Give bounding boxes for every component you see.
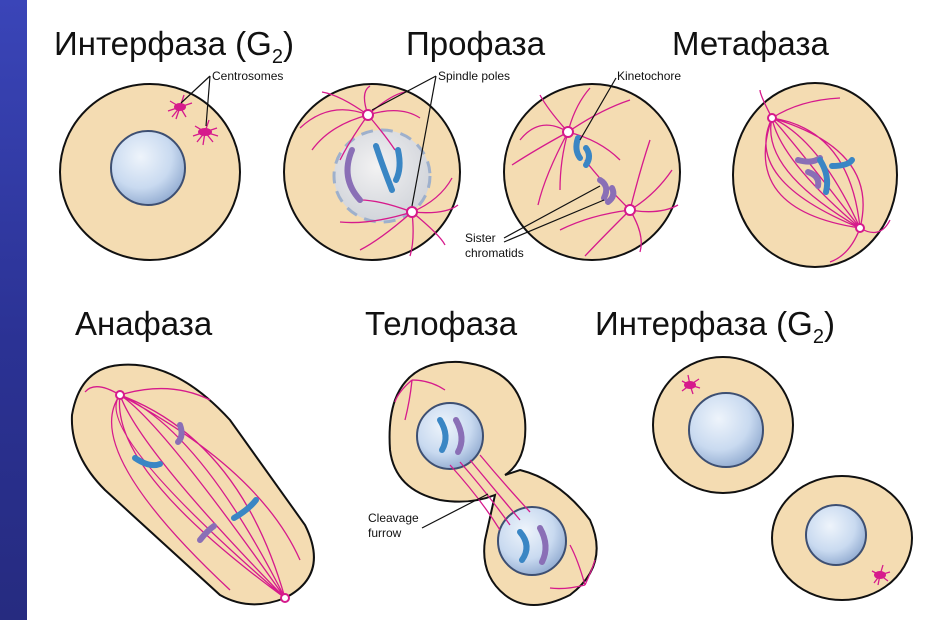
telophase-cell: Cleavage furrow xyxy=(368,362,597,605)
metaphase-cell xyxy=(733,83,897,267)
label-kinetochore: Kinetochore xyxy=(617,69,681,83)
stage-title-telophase: Телофаза xyxy=(365,305,518,342)
prometaphase-cell: Kinetochore Sister chromatids xyxy=(465,69,681,260)
label-furrow: furrow xyxy=(368,526,402,540)
label-cleavage: Cleavage xyxy=(368,511,419,525)
anaphase-cell xyxy=(72,365,314,605)
stage-title-metaphase: Метафаза xyxy=(672,25,829,62)
label-centrosomes: Centrosomes xyxy=(212,69,283,83)
interphase-cell-bottom-right xyxy=(772,476,912,600)
stage-title-interphase-g2-top: Интерфаза (G2) xyxy=(54,25,294,68)
interphase-cell-top: Centrosomes xyxy=(60,69,283,260)
label-sister: Sister xyxy=(465,231,496,245)
stage-title-anaphase: Анафаза xyxy=(75,305,213,342)
stage-title-interphase-g2-bottom: Интерфаза (G2) xyxy=(595,305,835,348)
label-chromatids: chromatids xyxy=(465,246,524,260)
interphase-cell-bottom-left xyxy=(653,357,793,493)
stage-title-prophase: Профаза xyxy=(406,25,546,62)
label-spindle-poles: Spindle poles xyxy=(438,69,510,83)
